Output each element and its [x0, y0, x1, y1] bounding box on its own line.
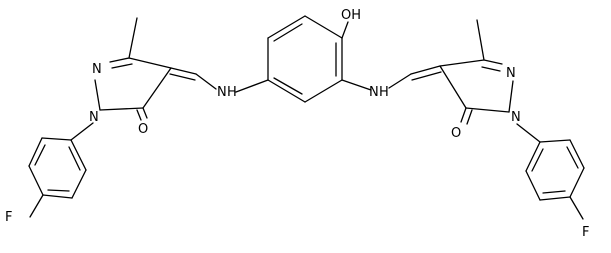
fluorine-left-label: F: [5, 210, 12, 225]
amine-right-bond-ring: [341, 79, 372, 91]
left-methine-double: [169, 73, 196, 81]
hydroxyl-bond: [341, 21, 349, 39]
right-methine-double: [411, 71, 442, 81]
amine-left-bond-methine: [195, 73, 217, 90]
carbonyl-right-bond: [460, 107, 467, 123]
ring-n-left-top-label: N: [92, 62, 102, 77]
left-methine-bond: [170, 67, 197, 75]
amine-left-bond-ring: [235, 79, 269, 93]
ring-n-right-top-label: N: [506, 66, 516, 81]
left-aryl-attach-bond: [70, 122, 94, 141]
central-benzene-ring: [267, 15, 343, 103]
amine-right-h-label: H: [379, 85, 389, 100]
fluorine-right-bond: [569, 196, 584, 220]
carbonyl-left-o-label: O: [138, 122, 148, 137]
amine-left-h-label: H: [227, 85, 237, 100]
right-fluorophenyl-ring: [525, 139, 585, 201]
amine-right-bond-methine: [388, 73, 412, 89]
carbonyl-right-o-label: O: [451, 126, 461, 141]
methyl-right-bond: [476, 19, 485, 61]
right-aryl-attach-bond: [516, 123, 541, 143]
left-fluorophenyl-ring: [28, 137, 87, 199]
carbonyl-right-double: [466, 109, 473, 125]
fluorine-left-bond: [29, 194, 44, 218]
right-methine-bond: [410, 65, 441, 75]
left-pyrazolone-ring: [94, 57, 172, 111]
fluorine-right-label: F: [582, 225, 589, 240]
carbonyl-left-bond: [142, 107, 148, 119]
ring-n-left-bottom-label: N: [89, 110, 99, 125]
ring-n-right-bottom-label: N: [511, 110, 521, 125]
right-pyrazolone-ring: [439, 59, 514, 113]
amine-left-n-label: N: [217, 85, 227, 100]
hydroxyl-label: OH: [341, 8, 361, 23]
amine-right-n-label: N: [369, 85, 379, 100]
methyl-left-bond: [128, 17, 138, 59]
carbonyl-left-double: [136, 109, 142, 121]
